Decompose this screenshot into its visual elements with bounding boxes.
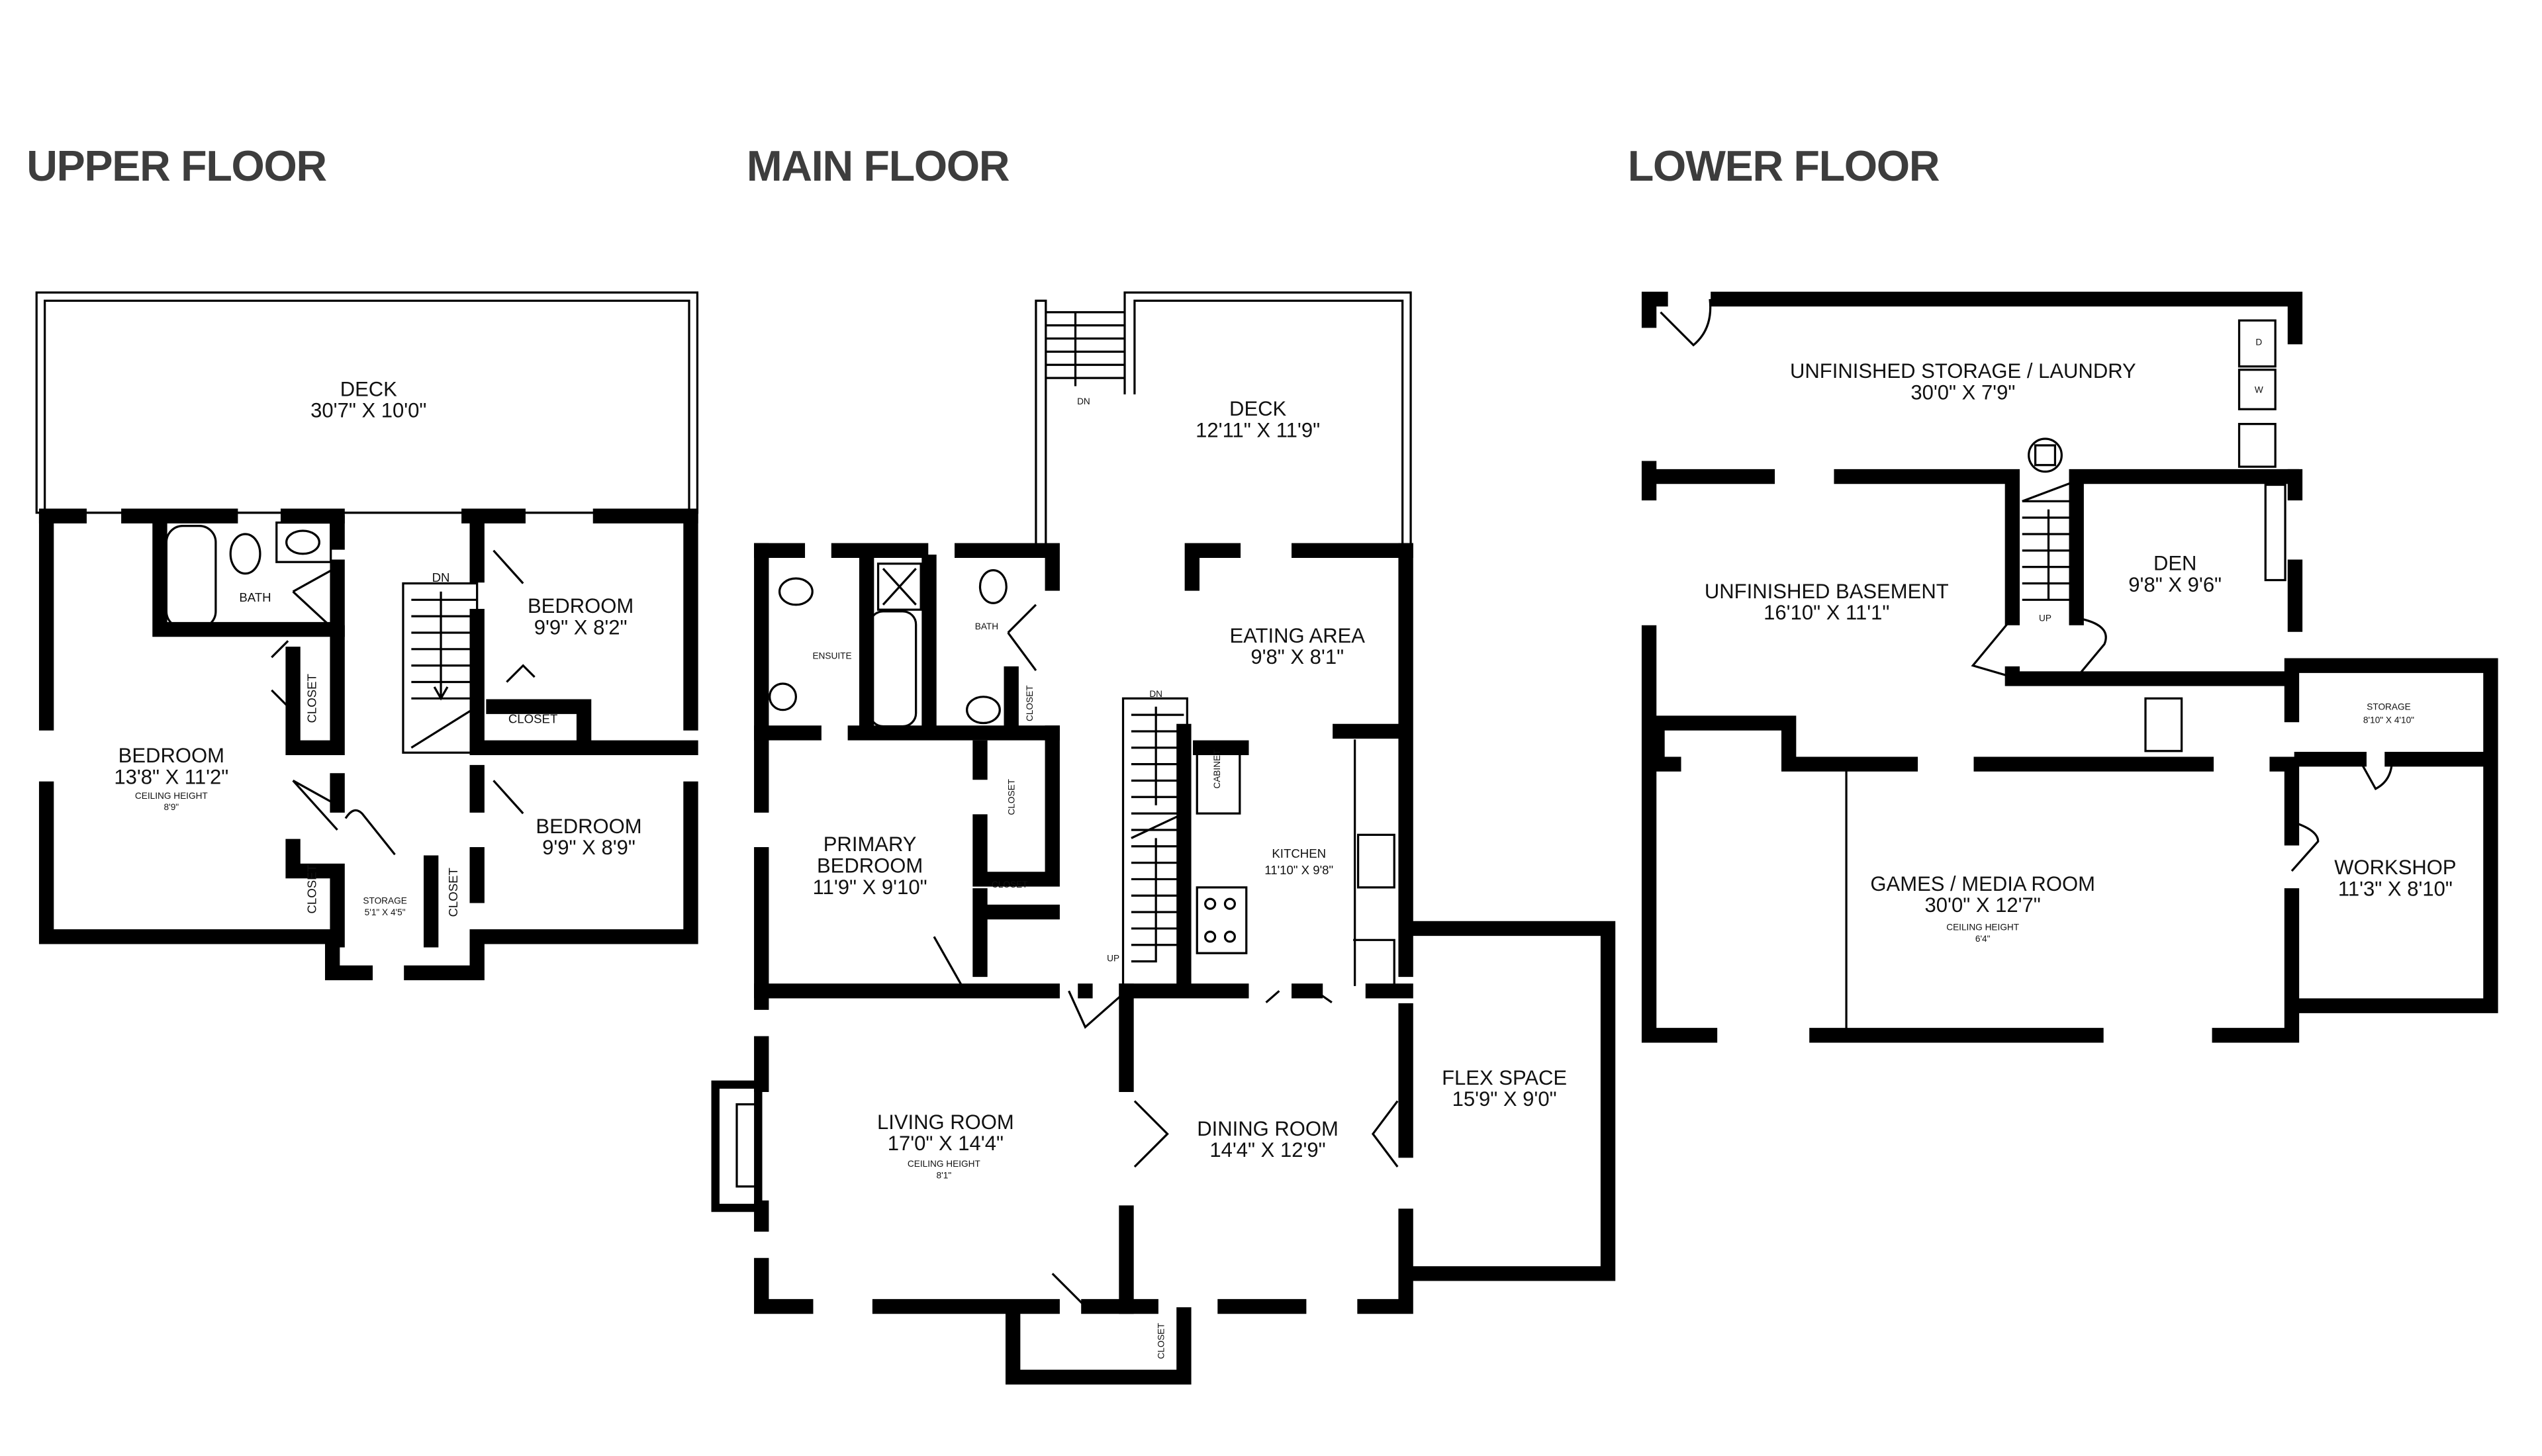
ceiling-label: CEILING HEIGHT — [135, 791, 209, 801]
closet-label: CLOSET — [305, 864, 318, 913]
furnace-icon — [2144, 697, 2183, 752]
room-label: DINING ROOM — [1197, 1117, 1339, 1140]
room-label: BEDROOM — [528, 594, 634, 617]
stair-label: UP — [2039, 614, 2051, 623]
bathtub-icon — [869, 610, 918, 728]
room-label: STORAGE — [363, 896, 406, 906]
room-dims: 17'0" X 14'4" — [888, 1132, 1004, 1155]
room-label: GAMES / MEDIA ROOM — [1870, 872, 2095, 895]
room-label: EATING AREA — [1229, 624, 1365, 647]
upper-floor-title: UPPER FLOOR — [26, 142, 326, 190]
room-label: DECK — [340, 377, 397, 400]
room-label: LIVING ROOM — [877, 1111, 1014, 1134]
toilet-icon — [978, 569, 1008, 604]
stair-label: DN — [1077, 396, 1090, 406]
staircase[interactable] — [402, 582, 479, 754]
room-dims: 30'7" X 10'0" — [310, 399, 426, 422]
room-dims: 30'0" X 7'9" — [1910, 381, 2015, 404]
staircase[interactable] — [1121, 697, 1188, 987]
shower-icon — [876, 563, 922, 611]
appliance-label: W — [2255, 385, 2263, 394]
room-dims: 9'9" X 8'2" — [534, 615, 628, 639]
room-label: BEDROOM — [118, 744, 224, 767]
room-dims: 16'10" X 11'1" — [1764, 601, 1889, 624]
upper-fixtures — [165, 522, 536, 856]
water-heater-icon — [2028, 437, 2063, 473]
main-floor: MAIN FLOOR — [711, 142, 1616, 1385]
lower-floor: LOWER FLOOR D W UNFINISHED STORAGE / LAU… — [1628, 142, 2498, 1043]
room-label: PRIMARY — [824, 833, 917, 856]
lower-floor-title: LOWER FLOOR — [1628, 142, 1940, 190]
closet-label: CLOSET — [1025, 685, 1035, 721]
main-floor-title: MAIN FLOOR — [747, 142, 1010, 190]
utility-sink-icon — [2237, 423, 2277, 468]
bathtub-icon — [165, 524, 217, 629]
room-dims: 9'8" X 9'6" — [2128, 573, 2222, 596]
toilet-icon — [229, 533, 261, 575]
room-dims: 13'8" X 11'2" — [114, 765, 228, 788]
ceiling-height: 8'9" — [164, 802, 179, 812]
lower-walls — [1641, 291, 2498, 1043]
room-dims: 5'1" X 4'5" — [365, 907, 406, 917]
upper-deck — [35, 291, 699, 514]
closet-label: CLOSET — [305, 674, 318, 723]
appliance-label: D — [2255, 337, 2262, 347]
room-label: DEN — [2153, 552, 2196, 575]
room-label: WORKSHOP — [2334, 856, 2456, 879]
room-dims: 11'9" X 9'10" — [813, 876, 927, 899]
ceiling-label: CEILING HEIGHT — [1946, 922, 2020, 932]
stove-icon — [1196, 886, 1248, 954]
kitchen-sink-icon — [1356, 833, 1395, 889]
room-dims: 30'0" X 12'7" — [1925, 893, 2041, 917]
sink-icon — [769, 682, 798, 711]
fireplace — [735, 1103, 759, 1188]
room-label: BEDROOM — [536, 815, 641, 838]
room-label: UNFINISHED STORAGE / LAUNDRY — [1790, 359, 2136, 383]
ceiling-height: 6'4" — [1975, 934, 1991, 944]
dryer-icon — [2237, 319, 2277, 368]
stair-label: DN — [432, 570, 450, 584]
room-dims: 9'9" X 8'9" — [542, 836, 636, 859]
main-fixtures — [735, 563, 1609, 1308]
ceiling-label: CEILING HEIGHT — [908, 1159, 981, 1169]
washer-icon — [2237, 369, 2277, 410]
room-dims: 11'3" X 8'10" — [2338, 877, 2453, 900]
cabinet-label: CABINET — [1212, 749, 1222, 789]
sink-icon — [285, 529, 320, 555]
upper-floor: UPPER FLOOR DECK 30'7" X 10'0" BATH — [26, 142, 699, 981]
room-label: BATH — [975, 621, 998, 631]
ceiling-height: 8'1" — [937, 1170, 952, 1180]
lower-labels: D W UNFINISHED STORAGE / LAUNDRY 30'0" X… — [1705, 337, 2457, 943]
room-dims: 11'10" X 9'8" — [1264, 863, 1333, 877]
lower-fixtures — [1660, 298, 2394, 1032]
room-label: FLEX SPACE — [1442, 1066, 1567, 1089]
room-dims: 15'9" X 9'0" — [1452, 1087, 1557, 1111]
closet-label: CLOSET — [992, 880, 1028, 889]
room-label: UNFINISHED BASEMENT — [1705, 580, 1949, 603]
room-label: BATH — [239, 590, 271, 604]
toilet-icon — [778, 577, 814, 606]
stair-label: DN — [1149, 689, 1162, 699]
room-dims: 9'8" X 8'1" — [1250, 645, 1344, 668]
cabinet — [1196, 747, 1241, 815]
room-label: DECK — [1229, 397, 1286, 420]
room-dims: 12'11" X 11'9" — [1196, 418, 1320, 441]
closet-label: CLOSET — [1007, 778, 1017, 815]
closet-label: CLOSET — [1156, 1322, 1166, 1359]
main-labels: DN DECK 12'11" X 11'9" ENSUITE BATH CLOS… — [812, 396, 1567, 1359]
closet-label: CLOSET — [446, 868, 460, 917]
closet-label: CLOSET — [508, 712, 557, 726]
main-walls — [711, 543, 1616, 1385]
room-dims: 14'4" X 12'9" — [1209, 1138, 1325, 1161]
room-label: BEDROOM — [817, 854, 923, 878]
room-label: KITCHEN — [1272, 846, 1326, 860]
main-deck — [1035, 291, 1412, 547]
upper-labels: DECK 30'7" X 10'0" BATH DN BEDROOM 9'9" … — [114, 377, 641, 917]
sink-icon — [966, 696, 1001, 725]
room-label: ENSUITE — [812, 651, 851, 661]
room-dims: 8'10" X 4'10" — [2363, 715, 2414, 725]
stair-label: UP — [1107, 954, 1119, 964]
room-label: STORAGE — [2367, 702, 2410, 712]
